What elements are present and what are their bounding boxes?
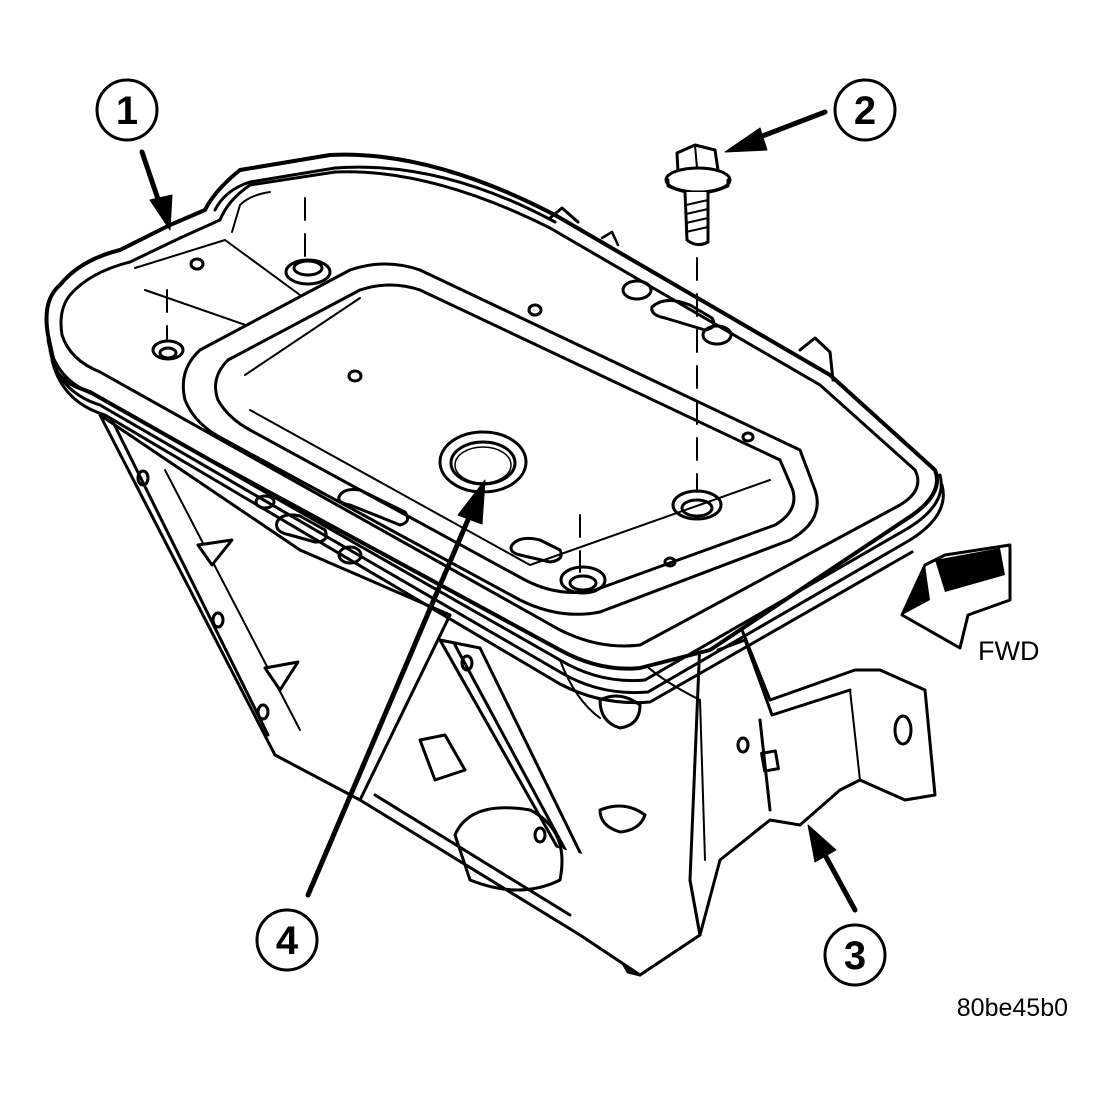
tray-holes bbox=[151, 257, 755, 595]
callout-circle-4 bbox=[255, 908, 319, 972]
leader-arrows bbox=[139, 109, 858, 913]
callout-label-3: 3 bbox=[844, 934, 866, 978]
fwd-arrow bbox=[900, 543, 1012, 650]
callout-label-1: 1 bbox=[116, 89, 138, 133]
leader-arrow-3 bbox=[822, 852, 858, 913]
alignment-lines bbox=[166, 197, 698, 573]
callout-circle-3 bbox=[823, 923, 887, 987]
callout-circle-2 bbox=[833, 78, 897, 142]
bolt bbox=[664, 143, 732, 247]
callout-circle-1 bbox=[95, 78, 159, 142]
fwd-label: FWD bbox=[978, 636, 1039, 666]
leader-arrow-4 bbox=[305, 512, 473, 898]
figure-code: 80be45b0 bbox=[957, 994, 1068, 1022]
leader-arrow-1 bbox=[139, 149, 163, 208]
battery-tray bbox=[44, 152, 945, 705]
callout-label-4: 4 bbox=[276, 919, 299, 963]
callout-circles bbox=[95, 78, 897, 987]
leader-arrow-2 bbox=[749, 109, 828, 143]
support-bracket bbox=[98, 413, 937, 977]
callout-label-2: 2 bbox=[854, 89, 876, 133]
